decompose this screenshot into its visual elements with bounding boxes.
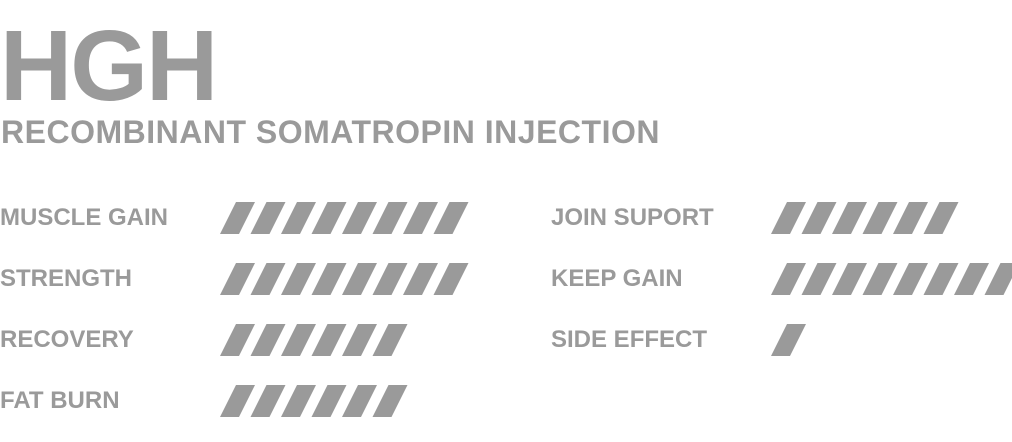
rating-segment [984, 263, 1012, 295]
rating-segment [923, 263, 959, 295]
rating-segment [771, 202, 806, 234]
rating-bar-graphic [220, 385, 408, 417]
rating-bar [220, 385, 410, 417]
rating-bar-graphic [771, 202, 959, 234]
rating-segment [342, 202, 377, 234]
rating-bar [771, 263, 1012, 295]
rating-segment [372, 385, 408, 417]
rating-segment [311, 385, 347, 417]
rating-segment [250, 385, 286, 417]
rating-segment [311, 324, 347, 356]
rating-segment [403, 263, 438, 295]
rating-segment [433, 263, 469, 295]
rating-segment [220, 202, 255, 234]
rating-bar-graphic [220, 263, 469, 295]
rating-segment [771, 263, 806, 295]
rating-segment [862, 263, 898, 295]
rating-segment [923, 202, 959, 234]
rating-segment [433, 202, 469, 234]
rating-segment [862, 202, 898, 234]
rating-segment [220, 385, 255, 417]
rating-segment [801, 263, 837, 295]
stat-row-join-suport: JOIN SUPORT [551, 196, 1012, 240]
rating-bar [220, 324, 410, 356]
rating-segment [250, 263, 286, 295]
rating-segment [281, 263, 316, 295]
stat-row-keep-gain: KEEP GAIN [551, 257, 1012, 301]
rating-segment [893, 202, 928, 234]
rating-bar-graphic [220, 324, 408, 356]
rating-segment [801, 202, 837, 234]
rating-segment [220, 263, 255, 295]
stat-row-fat-burn: FAT BURN [0, 379, 470, 423]
stat-label: KEEP GAIN [551, 265, 683, 292]
rating-segment [311, 202, 347, 234]
stat-row-strength: STRENGTH [0, 257, 470, 301]
stat-label: STRENGTH [0, 265, 132, 292]
rating-bar [771, 324, 808, 356]
product-title: HGH [0, 10, 218, 122]
product-subtitle: RECOMBINANT SOMATROPIN INJECTION [1, 114, 660, 150]
rating-segment [403, 202, 438, 234]
stat-label: FAT BURN [0, 387, 120, 414]
stat-label: JOIN SUPORT [551, 204, 714, 231]
rating-segment [372, 263, 408, 295]
rating-bar [220, 263, 471, 295]
stat-label: MUSCLE GAIN [0, 204, 168, 231]
stat-row-side-effect: SIDE EFFECT [551, 318, 1012, 362]
stat-label: RECOVERY [0, 326, 134, 353]
rating-segment [342, 263, 377, 295]
rating-segment [281, 202, 316, 234]
rating-segment [250, 324, 286, 356]
rating-segment [771, 324, 806, 356]
rating-segment [832, 202, 867, 234]
stat-label: SIDE EFFECT [551, 326, 708, 353]
rating-segment [893, 263, 928, 295]
rating-segment [281, 324, 316, 356]
rating-segment [342, 385, 377, 417]
rating-bar-graphic [771, 324, 806, 356]
rating-segment [250, 202, 286, 234]
rating-segment [954, 263, 989, 295]
stat-row-muscle-gain: MUSCLE GAIN [0, 196, 470, 240]
rating-segment [311, 263, 347, 295]
rating-bar-graphic [220, 202, 469, 234]
rating-bar [220, 202, 471, 234]
rating-bar-graphic [771, 263, 1012, 295]
rating-segment [372, 324, 408, 356]
rating-segment [281, 385, 316, 417]
rating-segment [372, 202, 408, 234]
rating-bar [771, 202, 961, 234]
rating-segment [832, 263, 867, 295]
rating-segment [342, 324, 377, 356]
rating-segment [220, 324, 255, 356]
stat-row-recovery: RECOVERY [0, 318, 470, 362]
